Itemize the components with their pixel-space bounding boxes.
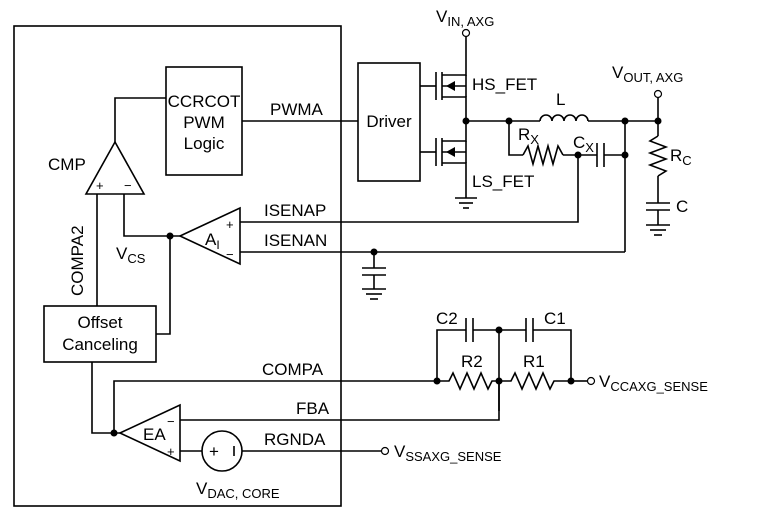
vout-terminal — [653, 89, 663, 99]
ai-minus-pin: − — [226, 247, 234, 262]
c1-right-wire — [533, 329, 572, 381]
rgnda-label: RGNDA — [264, 430, 326, 449]
ls-fet — [420, 121, 467, 198]
ccrcot-line-2: PWM — [183, 113, 225, 132]
hs-fet-label: HS_FET — [472, 75, 537, 94]
ccrcot-line-1: CCRCOT — [168, 92, 241, 111]
vdac-source: + — [201, 430, 243, 472]
rx-label: RX — [518, 125, 539, 147]
rc-resistor — [647, 135, 669, 177]
hs-fet — [420, 36, 467, 121]
vss-sense-terminal — [380, 446, 390, 456]
c2-label: C2 — [436, 309, 458, 328]
cx-label: CX — [573, 133, 594, 155]
ea-label: EA — [143, 425, 166, 444]
compa-wire — [113, 380, 437, 433]
vcc-sense-terminal — [586, 376, 596, 386]
ls-ground-icon — [455, 197, 477, 209]
c-label: C — [676, 197, 688, 216]
inductor-label: L — [556, 90, 565, 109]
vdac-label: VDAC, CORE — [196, 479, 280, 501]
ai-plus-pin: + — [226, 217, 234, 232]
r1-resistor — [499, 371, 571, 391]
rx-resistor — [522, 143, 564, 167]
offset-line-1: Offset — [77, 313, 122, 332]
fba-wire — [180, 381, 500, 421]
cmp-plus-pin: + — [96, 178, 104, 193]
driver-block: Driver — [357, 62, 421, 182]
ea-plus-pin: + — [167, 444, 175, 459]
cmp-label: CMP — [48, 155, 86, 174]
ccrcot-line-3: Logic — [184, 134, 225, 153]
ai-amplifier: AI + − — [178, 206, 241, 266]
vcs-offset-wire — [156, 236, 171, 335]
rc-label: RC — [670, 146, 692, 168]
cmp-minus-pin: − — [124, 178, 132, 193]
c1-label: C1 — [544, 309, 566, 328]
ea-minus-pin: − — [167, 414, 175, 429]
compa-label: COMPA — [262, 360, 324, 379]
isenap-wire — [240, 155, 579, 223]
isenan-label: ISENAN — [264, 231, 327, 250]
ai-label: AI — [205, 230, 220, 252]
offset-line-2: Canceling — [62, 335, 138, 354]
r1-label: R1 — [523, 352, 545, 371]
pwma-label: PWMA — [270, 100, 324, 119]
isenap-label: ISENAP — [264, 201, 326, 220]
inductor — [539, 114, 589, 122]
r2-label: R2 — [461, 352, 483, 371]
offset-canceling-block: Offset Canceling — [43, 305, 157, 363]
cmp-output-wire — [114, 97, 166, 142]
ea-amplifier: EA − + — [118, 403, 181, 463]
vcs-wire — [123, 194, 180, 237]
ls-fet-label: LS_FET — [472, 172, 534, 191]
fba-label: FBA — [296, 399, 330, 418]
rx-left-wire — [508, 121, 523, 156]
ccrcot-pwm-logic-block: CCRCOT PWM Logic — [165, 66, 243, 176]
c2-left-wire — [436, 329, 466, 381]
ea-offset-wire — [91, 362, 120, 434]
vcs-label: VCS — [116, 244, 146, 266]
controller-boundary — [13, 25, 342, 507]
isenan-ground-icon — [362, 288, 386, 300]
vin-terminal — [461, 28, 471, 38]
vin-label: VIN, AXG — [436, 7, 494, 29]
driver-label: Driver — [366, 112, 412, 131]
c-ground-icon — [646, 224, 670, 236]
vss-sense-label: VSSAXG_SENSE — [394, 442, 502, 464]
r2-resistor — [437, 371, 499, 391]
cmp-comparator: + − — [84, 140, 146, 195]
vout-label: VOUT, AXG — [612, 63, 683, 85]
vdac-plus-pin: + — [209, 442, 219, 461]
compa2-label: COMPA2 — [68, 225, 87, 296]
vcc-sense-label: VCCAXG_SENSE — [599, 372, 708, 394]
